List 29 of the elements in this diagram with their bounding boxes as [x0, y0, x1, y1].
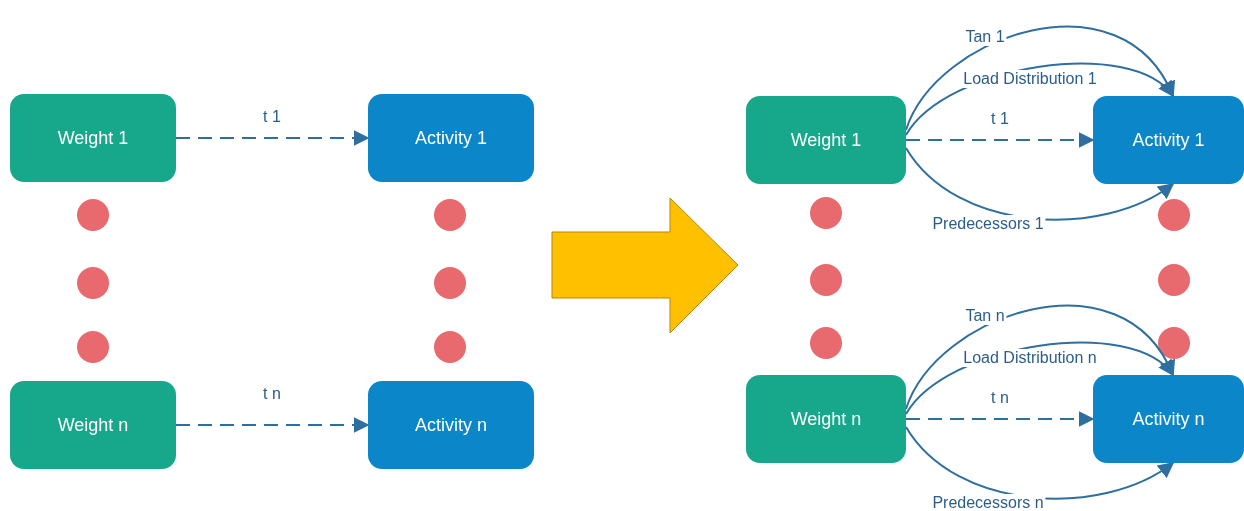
edge-label: Tan 1 — [963, 28, 1007, 46]
node-label: Weight 1 — [790, 129, 862, 151]
node-label: Weight n — [57, 414, 129, 436]
node-label: Activity n — [415, 414, 487, 436]
process-box — [368, 94, 534, 182]
arrow — [905, 304, 1174, 410]
process-box — [368, 381, 534, 469]
process-box — [1093, 375, 1244, 463]
edge-label: Tan n — [963, 307, 1007, 325]
arrow — [175, 417, 370, 433]
process-box — [746, 96, 906, 184]
node-label: Weight 1 — [57, 127, 129, 149]
arrow — [905, 132, 1095, 148]
edge-label: Load Distribution 1 — [961, 70, 1099, 88]
process-box — [1093, 96, 1244, 184]
arrow — [905, 147, 1175, 221]
arrow — [905, 25, 1174, 131]
process-box — [10, 94, 176, 182]
edge-label: Load Distribution n — [961, 349, 1099, 367]
process-box — [10, 381, 176, 469]
arrow — [905, 426, 1175, 500]
edge-label: Predecessors n — [930, 494, 1046, 511]
process-box — [746, 375, 906, 463]
arrow — [905, 411, 1095, 427]
node-label: Activity 1 — [1132, 129, 1205, 151]
node-label: Weight n — [790, 408, 862, 430]
arrow — [175, 130, 370, 146]
node-label: Activity 1 — [415, 127, 487, 149]
node-label: Activity n — [1132, 408, 1205, 430]
